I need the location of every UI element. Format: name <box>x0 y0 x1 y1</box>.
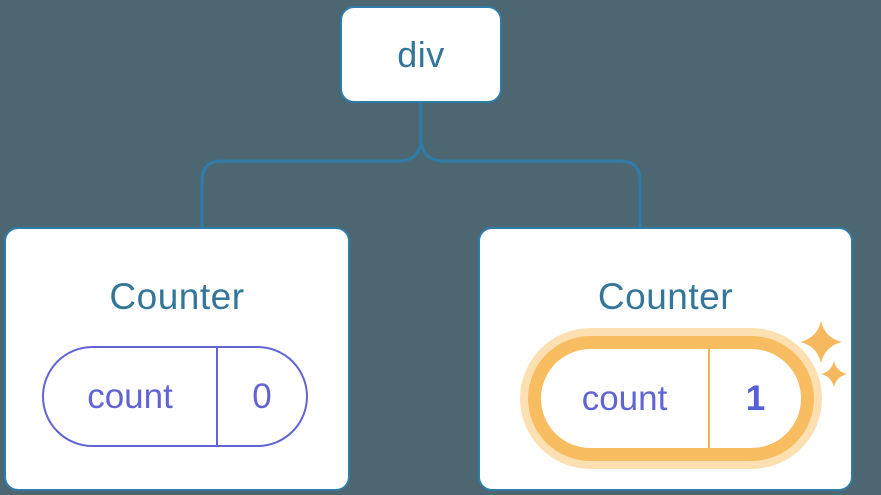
sparkle-star-large <box>800 321 842 363</box>
state-value-cell: 1 <box>708 349 801 448</box>
counter-card-right: Counter count 1 <box>478 227 853 491</box>
state-value-label: 0 <box>252 376 272 416</box>
state-pill-left: count 0 <box>42 346 308 447</box>
state-key-label: count <box>581 378 668 418</box>
connector-right-branch <box>419 102 642 229</box>
state-key-cell: count <box>541 349 708 448</box>
state-value-label: 1 <box>745 378 766 418</box>
state-value-cell: 0 <box>216 348 306 445</box>
sparkle-star-small <box>821 361 847 387</box>
root-node-label: div <box>397 33 445 75</box>
state-pill-right-highlighted: count 1 <box>528 336 814 461</box>
counter-card-left: Counter count 0 <box>4 227 350 491</box>
root-node-div: div <box>340 6 502 103</box>
state-key-label: count <box>87 376 173 416</box>
state-key-cell: count <box>44 348 216 445</box>
connector-left-branch <box>200 102 423 229</box>
component-title-left: Counter <box>109 276 245 317</box>
component-title-right: Counter <box>597 276 734 317</box>
